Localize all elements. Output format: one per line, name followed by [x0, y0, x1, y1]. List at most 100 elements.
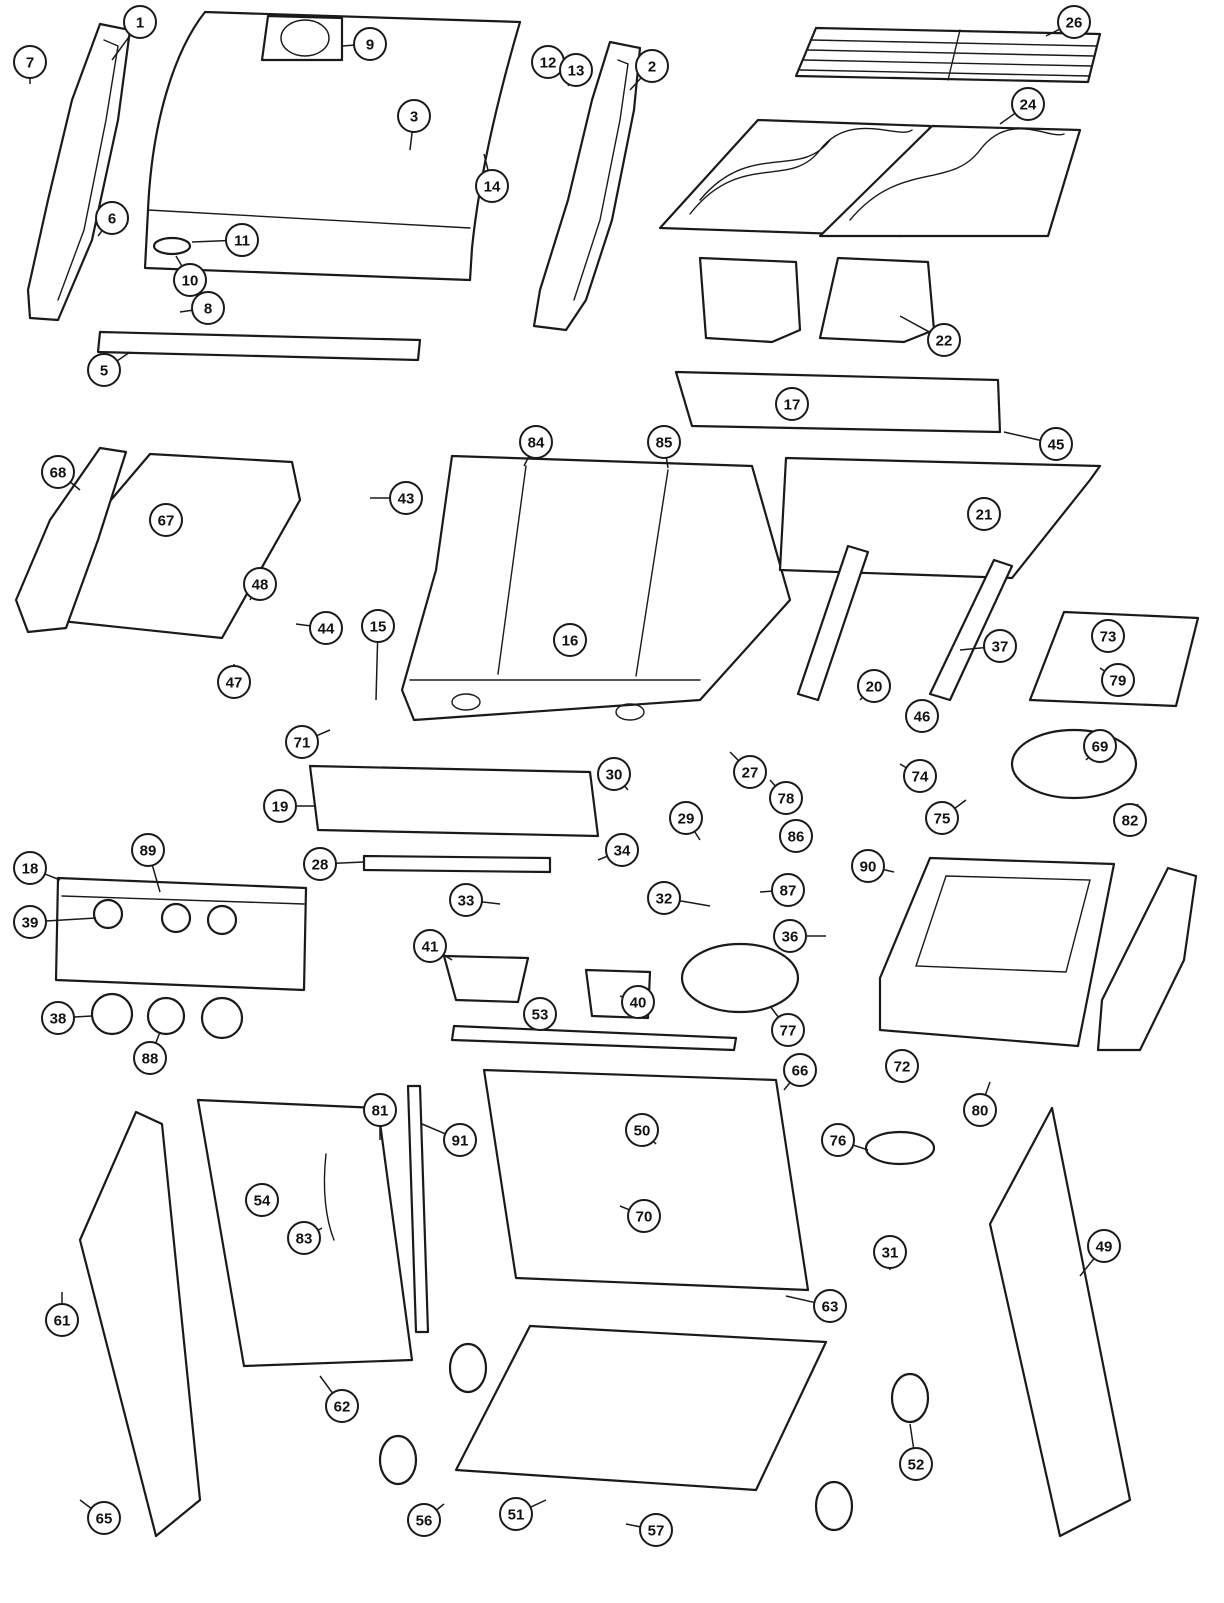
- callout-85: 85: [647, 425, 681, 469]
- callout-46: 46: [905, 699, 939, 733]
- callout-leader-57: [625, 1523, 641, 1528]
- cabinet-bottom-shelf: [454, 1324, 828, 1492]
- callout-number-70: 70: [636, 1209, 653, 1226]
- heat-plate-right: [818, 256, 936, 344]
- callout-leader-39: [45, 917, 97, 922]
- callout-number-89: 89: [140, 843, 157, 860]
- callout-33: 33: [449, 883, 501, 917]
- callout-leader-89: [151, 865, 161, 893]
- callout-circle-28: [303, 847, 337, 881]
- callout-circle-39: [13, 905, 47, 939]
- callout-40: 40: [619, 985, 655, 1019]
- callout-11: 11: [191, 223, 259, 257]
- callout-leader-65: [79, 1499, 92, 1510]
- callout-circle-86: [779, 819, 813, 853]
- callout-leader-33: [481, 901, 501, 905]
- callout-circle-40: [621, 985, 655, 1019]
- callout-73: 73: [1091, 619, 1125, 653]
- callout-circle-34: [605, 833, 639, 867]
- callout-leader-41: [443, 953, 453, 961]
- callout-leader-27: [729, 751, 740, 762]
- callout-75: 75: [925, 799, 967, 835]
- callout-leader-52: [909, 1423, 915, 1449]
- left-shelf-end-cap: [14, 446, 128, 634]
- callout-leader-87: [759, 890, 773, 893]
- hood-lid: [143, 10, 522, 282]
- callout-80: 80: [963, 1081, 997, 1127]
- callout-leader-51: [530, 1499, 547, 1508]
- callout-number-36: 36: [782, 929, 799, 946]
- callout-circle-2: [635, 49, 669, 83]
- callout-leader-70: [619, 1205, 630, 1211]
- callout-circle-17: [775, 387, 809, 421]
- callout-number-51: 51: [508, 1507, 525, 1524]
- callout-circle-38: [41, 1001, 75, 1035]
- side-burner-lid: [1028, 610, 1200, 708]
- callout-circle-53: [523, 997, 557, 1031]
- cabinet-right-panel: [988, 1106, 1132, 1538]
- part-drawings: [14, 10, 1200, 1538]
- callout-12: 12: [531, 45, 565, 79]
- callout-number-91: 91: [452, 1133, 469, 1150]
- callout-number-78: 78: [778, 791, 795, 808]
- callout-circle-73: [1091, 619, 1125, 653]
- heat-plate-left: [698, 256, 802, 344]
- callout-7: 7: [13, 45, 47, 84]
- callout-43: 43: [370, 481, 423, 515]
- callout-circle-11: [225, 223, 259, 257]
- callout-number-31: 31: [882, 1245, 899, 1262]
- front-cross-brace: [450, 1024, 738, 1052]
- callout-82: 82: [1113, 803, 1147, 837]
- callout-number-37: 37: [992, 639, 1009, 656]
- callout-leader-78: [769, 779, 776, 787]
- firebox: [400, 454, 792, 722]
- callout-69: 69: [1083, 729, 1117, 763]
- callout-number-49: 49: [1096, 1239, 1113, 1256]
- callout-leader-84: [523, 455, 530, 467]
- callout-15: 15: [361, 609, 395, 701]
- gas-manifold: [362, 854, 552, 874]
- callout-number-34: 34: [614, 843, 631, 860]
- callout-6: 6: [95, 201, 129, 237]
- callout-number-54: 54: [254, 1193, 271, 1210]
- callout-leader-71: [316, 729, 331, 737]
- callout-leader-38: [73, 1015, 93, 1018]
- callout-circle-80: [963, 1093, 997, 1127]
- callout-circle-37: [983, 629, 1017, 663]
- callout-84: 84: [519, 425, 553, 467]
- callout-leader-80: [984, 1081, 991, 1096]
- callout-31: 31: [873, 1235, 907, 1270]
- caster-3: [890, 1372, 930, 1424]
- callout-number-61: 61: [54, 1313, 71, 1330]
- callout-leader-85: [665, 457, 669, 469]
- burner-tube-left: [796, 544, 870, 702]
- callout-24: 24: [999, 87, 1045, 125]
- callout-circle-22: [927, 323, 961, 357]
- callout-16: 16: [553, 623, 587, 657]
- bezel-center: [146, 996, 186, 1036]
- callout-32: 32: [647, 881, 711, 915]
- callout-number-17: 17: [784, 397, 801, 414]
- callout-90: 90: [851, 849, 895, 883]
- callout-89: 89: [131, 833, 165, 893]
- callout-number-53: 53: [532, 1007, 549, 1024]
- cabinet-back-panel: [482, 1068, 810, 1292]
- callout-10: 10: [173, 255, 207, 297]
- callout-leader-66: [783, 1082, 791, 1091]
- callout-circle-87: [771, 873, 805, 907]
- callout-leader-49: [1079, 1258, 1095, 1277]
- callout-29: 29: [669, 801, 703, 841]
- callout-leader-18: [44, 873, 61, 881]
- callout-number-62: 62: [334, 1399, 351, 1416]
- callout-number-84: 84: [528, 435, 545, 452]
- callout-leader-11: [191, 239, 227, 243]
- bezel-left: [90, 992, 134, 1036]
- callout-leader-74: [899, 763, 907, 769]
- callout-number-27: 27: [742, 765, 759, 782]
- callout-70: 70: [619, 1199, 661, 1233]
- callout-18: 18: [13, 851, 61, 885]
- callout-number-5: 5: [100, 363, 108, 380]
- callout-50: 50: [625, 1113, 659, 1147]
- callout-79: 79: [1099, 663, 1135, 697]
- callout-leader-68: [69, 481, 81, 491]
